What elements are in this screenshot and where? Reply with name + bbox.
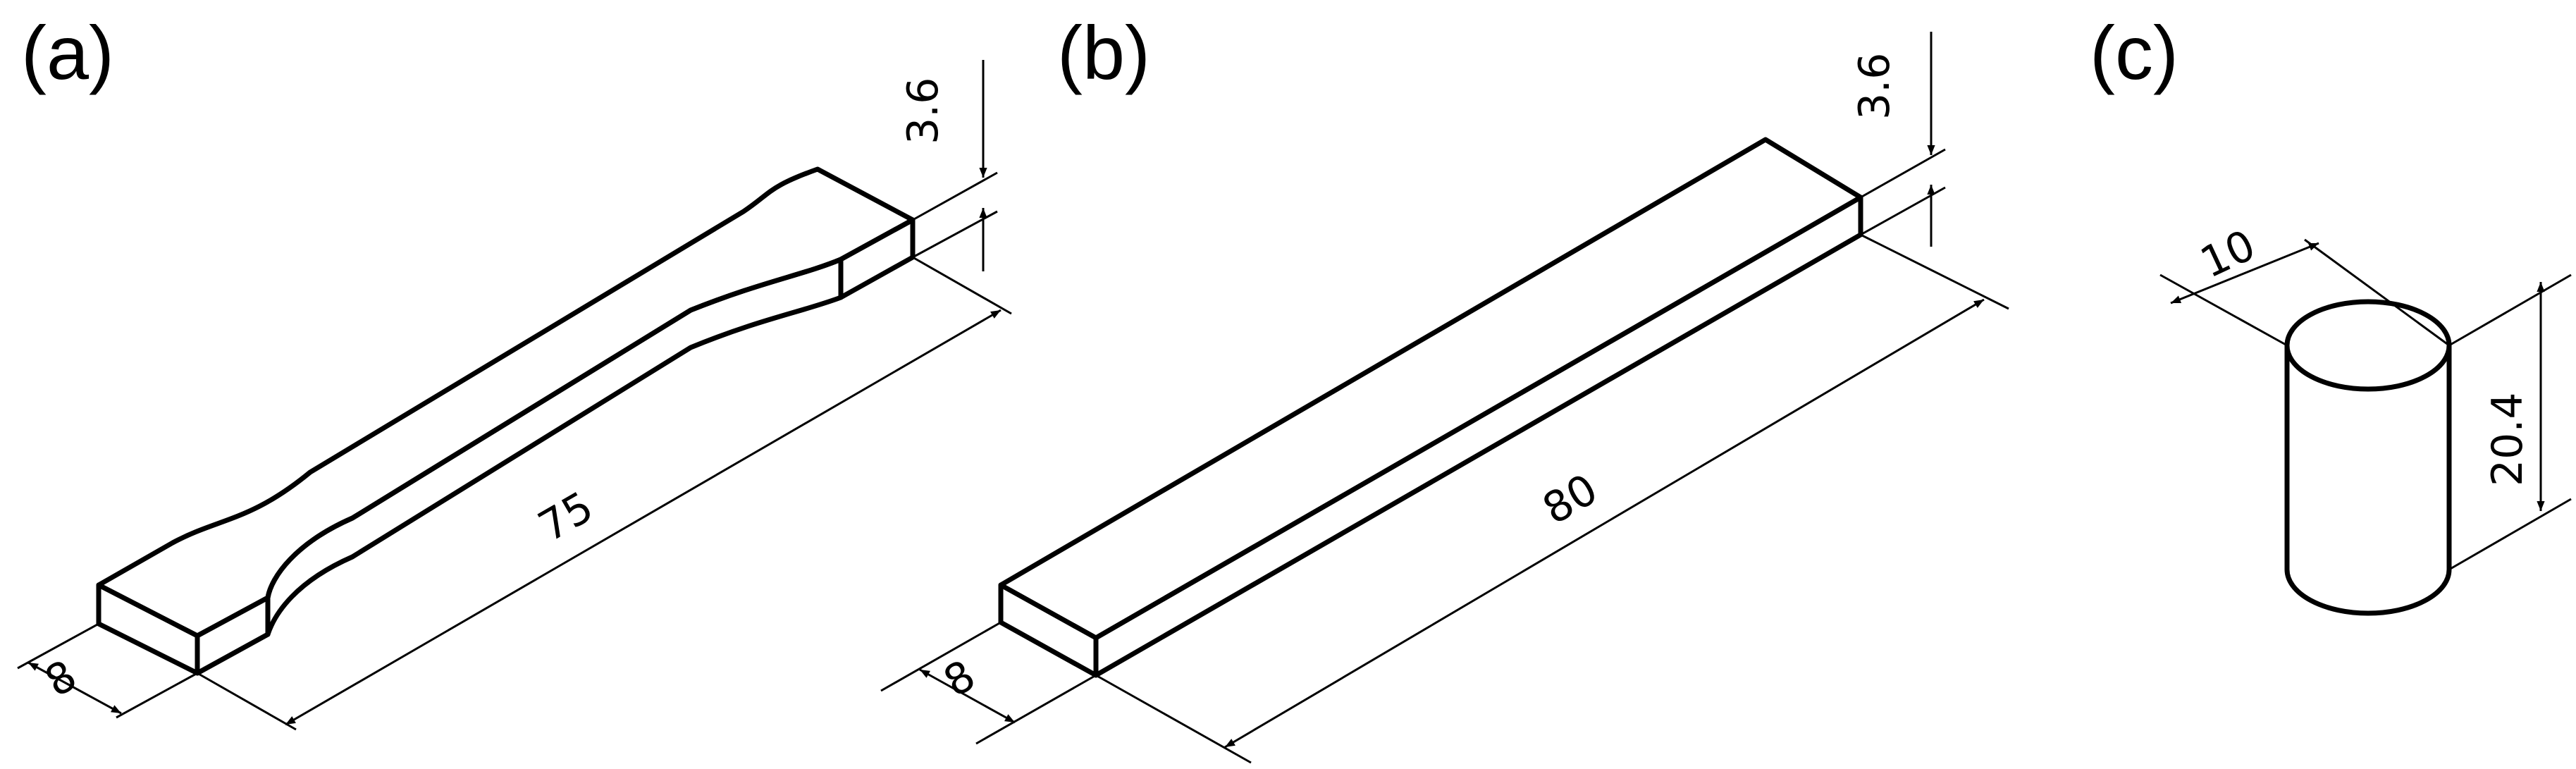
length-label-a: 75 xyxy=(531,482,602,552)
dogbone-gauge-side-upper-edge xyxy=(265,257,844,601)
dimension-height-c: 20.4 xyxy=(2448,273,2572,571)
height-label-c: 20.4 xyxy=(2483,392,2532,486)
panel-c-label: (c) xyxy=(2090,10,2178,95)
cylinder-body xyxy=(2284,343,2452,616)
panel-b-label: (b) xyxy=(1057,10,1150,95)
dogbone-top-face xyxy=(96,166,916,639)
cylinder-specimen xyxy=(2284,299,2452,616)
rectangular-bar xyxy=(998,137,1863,678)
width-label-b: 8 xyxy=(936,651,984,707)
bar-top-face xyxy=(998,137,1863,641)
width-label-a: 8 xyxy=(37,651,85,707)
thickness-label-b: 3.6 xyxy=(1850,53,1899,120)
length-label-b: 80 xyxy=(1535,465,1606,534)
bar-side-face xyxy=(1093,195,1863,678)
diameter-label-c: 10 xyxy=(2193,221,2263,288)
panel-a-label: (a) xyxy=(21,10,114,95)
thickness-label-a: 3.6 xyxy=(899,78,948,144)
panel-c: (c) 10 20.4 xyxy=(2090,10,2572,616)
cylinder-top-ellipse xyxy=(2284,299,2452,392)
dimension-thickness-a: 3.6 xyxy=(899,60,998,271)
panel-b: (b) 3.6 80 8 xyxy=(880,10,2009,764)
dimension-thickness-b: 3.6 xyxy=(1850,32,1946,247)
panel-a: (a) 3.6 75 xyxy=(17,10,1012,731)
